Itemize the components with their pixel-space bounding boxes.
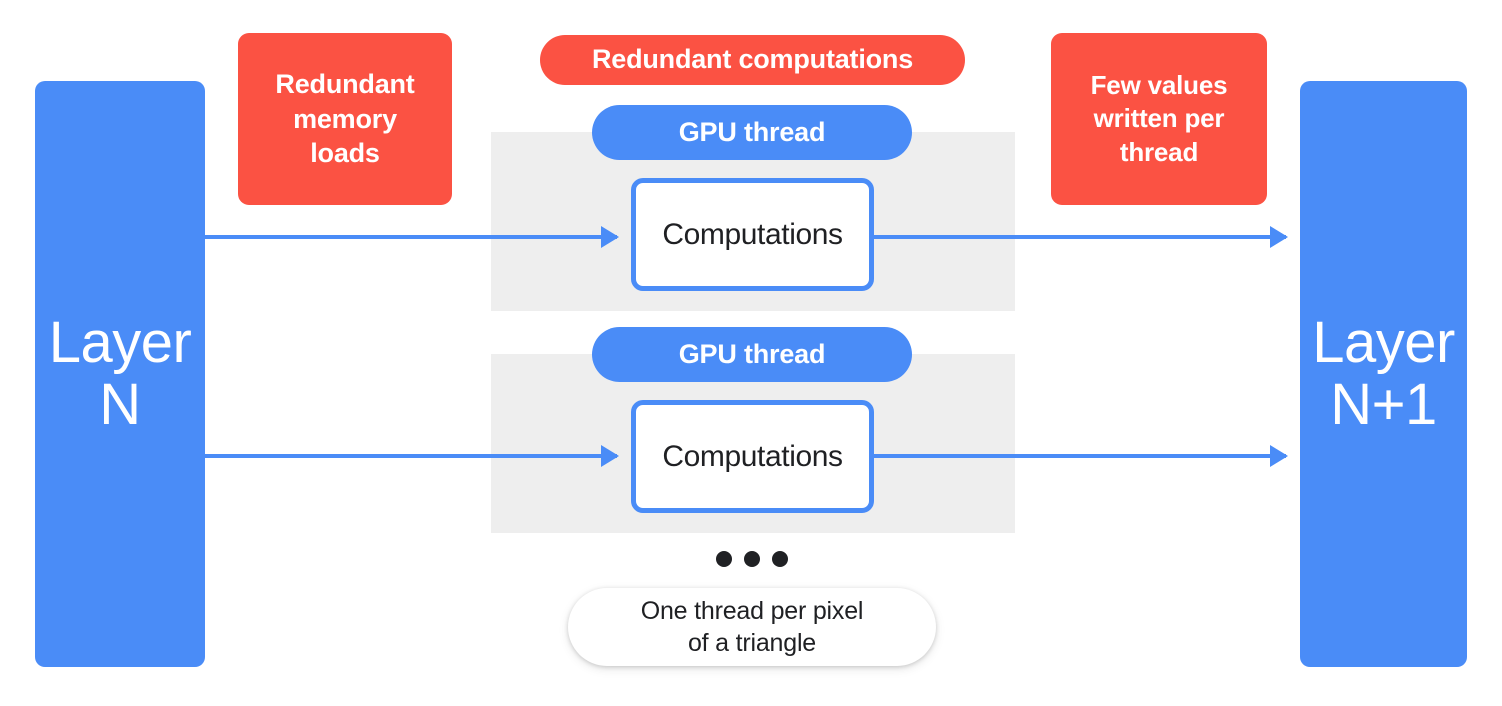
gpu-thread-label-1: GPU thread bbox=[592, 105, 912, 160]
ellipsis-dot-3 bbox=[772, 551, 788, 567]
ellipsis-dot-2 bbox=[744, 551, 760, 567]
callout-redundant-computations: Redundant computations bbox=[540, 35, 965, 85]
arrow-thread-1-to-output bbox=[874, 235, 1286, 239]
computations-box-1: Computations bbox=[631, 178, 874, 291]
caption-one-thread-per-pixel: One thread per pixel of a triangle bbox=[568, 588, 936, 666]
callout-redundant-memory-loads: Redundant memory loads bbox=[238, 33, 452, 205]
arrow-thread-2-to-output bbox=[874, 454, 1286, 458]
layer-n-plus-1-block: Layer N+1 bbox=[1300, 81, 1467, 667]
arrow-input-to-thread-1 bbox=[205, 235, 617, 239]
ellipsis-dot-1 bbox=[716, 551, 732, 567]
gpu-thread-label-2: GPU thread bbox=[592, 327, 912, 382]
arrow-input-to-thread-2 bbox=[205, 454, 617, 458]
computations-box-2: Computations bbox=[631, 400, 874, 513]
more-threads-ellipsis-icon bbox=[716, 550, 788, 568]
layer-n-block: Layer N bbox=[35, 81, 205, 667]
callout-few-values-written-per-thread: Few values written per thread bbox=[1051, 33, 1267, 205]
